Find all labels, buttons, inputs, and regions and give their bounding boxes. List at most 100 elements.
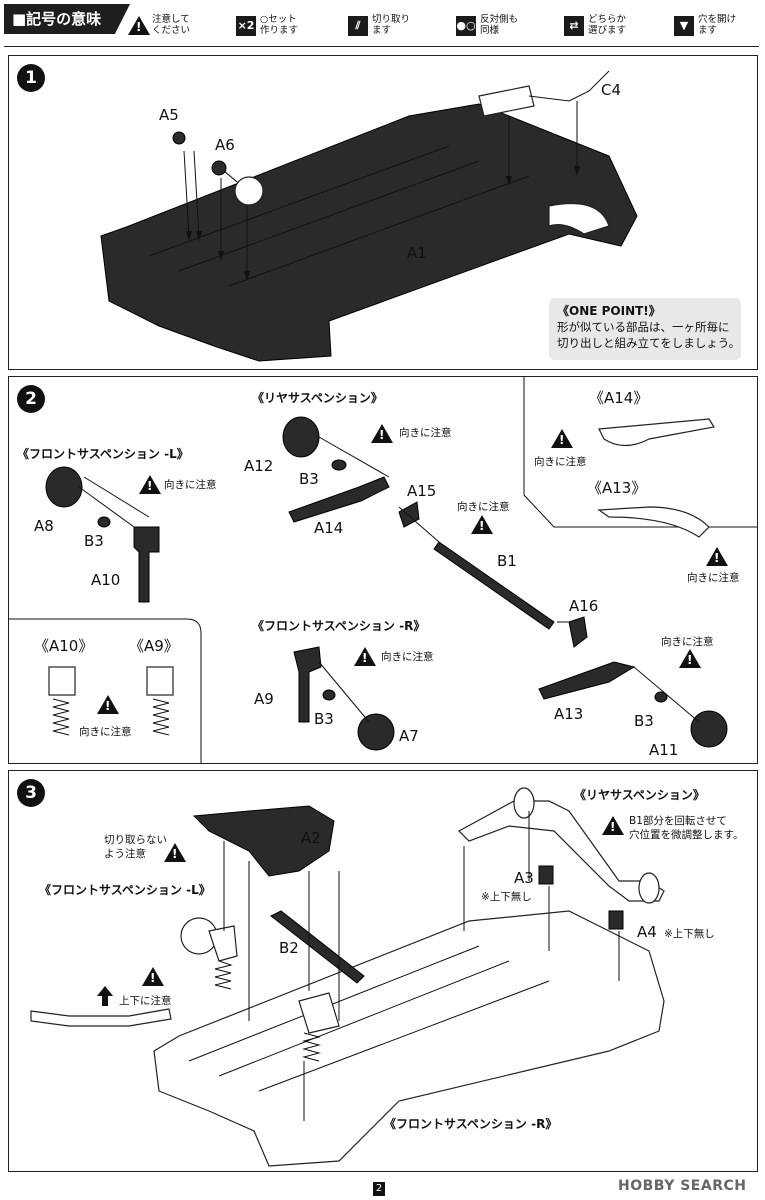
cut-icon: ⫽ (348, 16, 368, 36)
warning-icon (602, 816, 624, 835)
chassis-a1 (100, 103, 638, 362)
warning-icon (706, 547, 728, 566)
label-b3: B3 (299, 470, 319, 488)
part-b2 (270, 910, 365, 984)
chassis-diagram (100, 70, 638, 362)
legend-text: 切り取り ます (372, 14, 411, 36)
part-b3 (97, 516, 111, 528)
either-icon: ⇄ (564, 16, 584, 36)
label-c4: C4 (601, 81, 622, 99)
compare-a9-shape (146, 666, 174, 736)
label-a9: A9 (254, 690, 274, 708)
label-a10: A10 (91, 571, 121, 589)
step3-panel: 3 《リヤサスペンション》 《フロントサスペンション -L》 《フロントサスペン… (8, 770, 758, 1172)
inset-a14-shape (598, 418, 715, 447)
one-point-text: 形が似ている部品は、一ヶ所毎に 切り出しと組み立てをしましょう。 (557, 320, 741, 350)
part-a5 (172, 131, 186, 145)
inset-a14-label: 《A14》 (589, 389, 649, 407)
page-number: 2 (373, 1182, 385, 1196)
label-a15: A15 (407, 482, 437, 500)
warning-icon (371, 424, 393, 443)
step1-number: 1 (17, 64, 45, 92)
part-a4 (608, 910, 624, 930)
caution-direction: 向きに注意 (164, 479, 217, 491)
suspension-diagram (9, 377, 757, 763)
x2-icon: ×2 (236, 16, 256, 36)
warning-icon (164, 843, 186, 862)
caution-direction: 向きに注意 (381, 651, 434, 663)
part-a10 (133, 526, 160, 603)
inset-a13-shape (597, 506, 710, 538)
warning-icon (142, 967, 164, 986)
rear-title: 《リヤサスペンション》 (574, 788, 705, 802)
part-a11 (690, 710, 728, 748)
label-a3: A3 (514, 869, 534, 887)
front-r-title: 《フロントサスペンション -R》 (384, 1117, 558, 1131)
legend-text: 反対側も 同様 (480, 14, 519, 36)
rear-title: 《リヤサスペンション》 (252, 391, 383, 405)
caution-direction: 向きに注意 (79, 726, 132, 738)
warning-icon (354, 647, 376, 666)
step2-number: 2 (17, 385, 45, 413)
warning-icon (679, 649, 701, 668)
part-a2 (192, 805, 335, 877)
warning-icon (128, 16, 150, 35)
watermark: HOBBY SEARCH (618, 1178, 747, 1194)
label-b3: B3 (314, 710, 334, 728)
caution-direction: 向きに注意 (399, 427, 452, 439)
legend-text: 穴を開け ます (698, 14, 737, 36)
label-a6: A6 (215, 136, 235, 154)
label-a14: A14 (314, 519, 344, 537)
part-a12 (282, 416, 320, 458)
warning-icon (97, 695, 119, 714)
caution-direction: 向きに注意 (687, 572, 740, 584)
inset-a13-label: 《A13》 (587, 479, 647, 497)
label-a16: A16 (569, 597, 599, 615)
front-r-title: 《フロントサスペンション -R》 (252, 619, 426, 633)
updown-note: 上下に注意 (119, 995, 172, 1007)
part-a15 (398, 501, 420, 528)
legend-text: どちらか 選びます (588, 14, 627, 36)
label-a11: A11 (649, 741, 679, 759)
label-b2: B2 (279, 939, 299, 957)
caution-direction: 向きに注意 (661, 636, 714, 648)
one-point-box: 《ONE POINT!》 形が似ている部品は、一ヶ所毎に 切り出しと組み立てをし… (549, 298, 741, 360)
step3-number: 3 (17, 779, 45, 807)
legend-text: ○セット 作ります (260, 14, 299, 36)
warning-icon (471, 515, 493, 534)
one-point-title: 《ONE POINT!》 (557, 304, 661, 318)
label-a1: A1 (407, 244, 427, 262)
final-assembly-diagram (30, 787, 665, 1167)
drill-hole-icon: ▼ (674, 16, 694, 36)
no-cut-note: 切り取らない よう注意 (104, 834, 167, 860)
label-a8: A8 (34, 517, 54, 535)
warning-icon (139, 475, 161, 494)
part-a7 (357, 713, 395, 751)
b1-adjust-note: B1部分を回転させて 穴位置を微調整します。 (629, 815, 744, 841)
part-c4 (478, 85, 535, 117)
label-b1: B1 (497, 552, 517, 570)
caution-direction: 向きに注意 (457, 501, 510, 513)
compare-a10-shape (48, 666, 76, 736)
front-bumper-part (30, 1008, 172, 1027)
legend-text: 注意して ください (152, 14, 191, 36)
chassis-outline (153, 910, 665, 1167)
label-a4: A4 (637, 923, 657, 941)
part-a6 (211, 160, 227, 176)
legend-title: ■記号の意味 (4, 4, 130, 34)
part-a13 (538, 661, 636, 700)
part-a16 (568, 616, 588, 648)
label-a12: A12 (244, 457, 274, 475)
no-updown-note: ※上下無し (664, 928, 715, 940)
part-a9 (293, 646, 322, 723)
label-a5: A5 (159, 106, 179, 124)
caution-direction: 向きに注意 (534, 456, 587, 468)
label-b3: B3 (634, 712, 654, 730)
label-b3: B3 (84, 532, 104, 550)
compare-a9-label: 《A9》 (129, 637, 179, 655)
legend-bar: ■記号の意味 注意して ください ×2 ○セット 作ります ⫽ 切り取り ます … (4, 4, 759, 47)
compare-a10-label: 《A10》 (34, 637, 94, 655)
part-a3 (538, 865, 554, 885)
part-b1 (433, 541, 555, 630)
up-arrow-icon (97, 986, 113, 1006)
